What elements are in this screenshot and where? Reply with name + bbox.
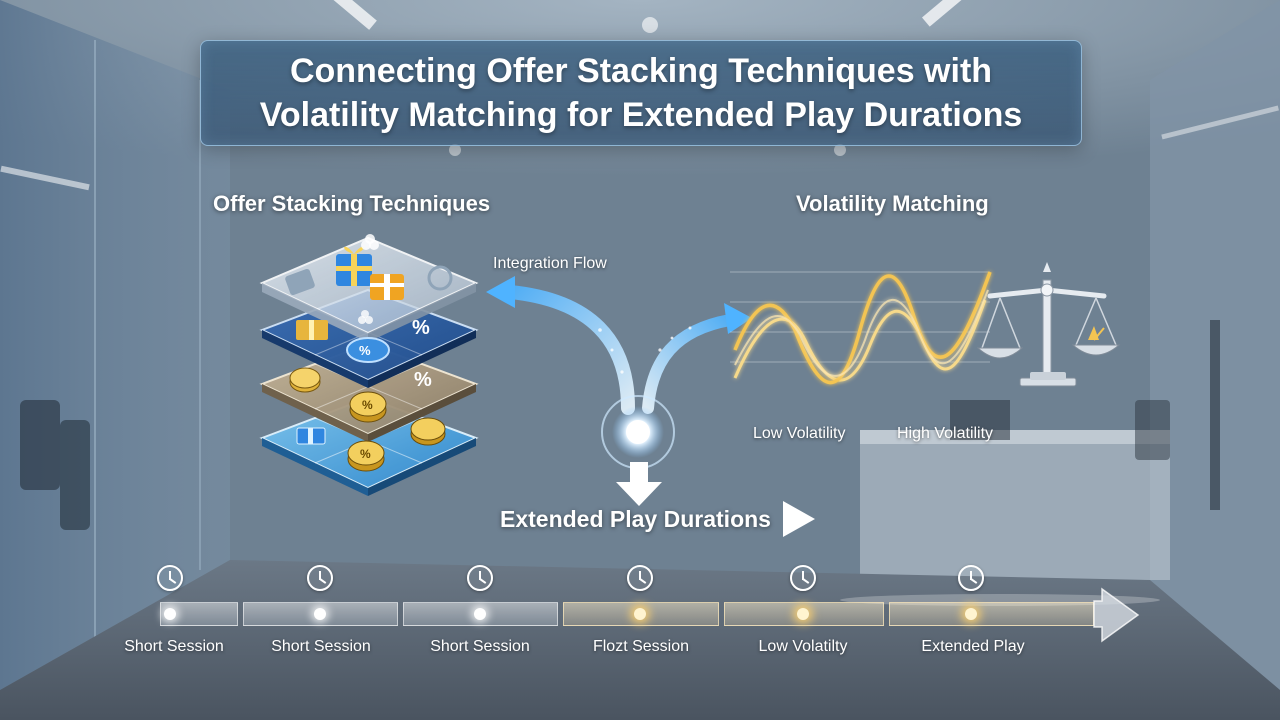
blue-coin-icon: % — [346, 337, 390, 363]
high-volatility-label: High Volatility — [897, 425, 994, 442]
gift-icon — [296, 320, 328, 340]
timeline-step-label: Extended Play — [921, 638, 1025, 655]
timeline-segment — [160, 602, 238, 626]
timeline-marker — [474, 608, 486, 620]
flow-arrow-right — [642, 314, 736, 414]
flow-arrow-left — [503, 285, 635, 415]
timeline-segment — [889, 602, 1094, 626]
coin-icon: % — [347, 440, 385, 472]
clock-icon — [790, 565, 816, 591]
timeline-step-label: Flozt Session — [592, 638, 690, 655]
integration-flow-label: Integration Flow — [493, 255, 607, 272]
high-volatility-wave — [733, 271, 992, 385]
balance-scale-icon — [976, 262, 1121, 387]
discount-percent-label: % — [412, 317, 430, 339]
flow-arrowhead-right — [724, 303, 752, 334]
timeline-arrowhead-icon — [1093, 587, 1140, 643]
coin-percent-label: % — [414, 369, 432, 391]
coin-icon — [410, 417, 446, 446]
coin-icon: % — [349, 391, 387, 423]
flow-arrowhead-left — [486, 276, 515, 308]
title-line-1: Connecting Offer Stacking Techniques wit… — [289, 52, 993, 90]
timeline-step-label: Short Session — [271, 638, 371, 655]
timeline-step-label: Low Volatilty — [758, 638, 848, 655]
timeline-marker — [965, 608, 977, 620]
volatility-matching-heading: Volatility Matching — [796, 191, 989, 216]
clover-icon — [361, 234, 379, 250]
extended-play-label: Extended Play Durations — [500, 506, 771, 532]
clover-icon — [358, 310, 373, 324]
svg-text:%: % — [362, 398, 373, 412]
gift-icon — [370, 274, 404, 300]
gift-icon — [296, 427, 326, 445]
svg-text:%: % — [359, 343, 371, 358]
down-arrow-icon — [616, 462, 662, 506]
gift-icon — [336, 246, 372, 286]
title-banner: Connecting Offer Stacking Techniques wit… — [200, 40, 1082, 146]
play-arrow-icon — [783, 501, 815, 537]
timeline-marker — [634, 608, 646, 620]
ticket-icon — [427, 265, 453, 291]
timeline-marker — [797, 608, 809, 620]
clock-icon — [627, 565, 653, 591]
node-core — [626, 420, 650, 444]
low-volatility-wave — [733, 299, 987, 382]
svg-text:%: % — [360, 447, 371, 461]
wave-gridlines — [730, 271, 990, 363]
offer-stacking-heading: Offer Stacking Techniques — [213, 191, 491, 216]
title-line-2: Volatility Matching for Extended Play Du… — [259, 96, 1023, 134]
clock-icon — [307, 565, 333, 591]
clock-icon — [157, 565, 183, 591]
timeline-step-label: Short Session — [124, 638, 224, 655]
clock-icon — [958, 565, 984, 591]
stack-layer-coin — [259, 342, 479, 442]
timeline-marker — [164, 608, 176, 620]
timeline-step-label: Short Session — [430, 638, 530, 655]
clock-icon — [467, 565, 493, 591]
ticket-icon — [285, 269, 315, 295]
timeline-marker — [314, 608, 326, 620]
coin-icon — [289, 367, 321, 393]
low-volatility-label: Low Volatility — [753, 425, 846, 442]
offer-stack-illustration: % % % % % — [259, 234, 479, 496]
mid-volatility-wave — [734, 289, 989, 377]
